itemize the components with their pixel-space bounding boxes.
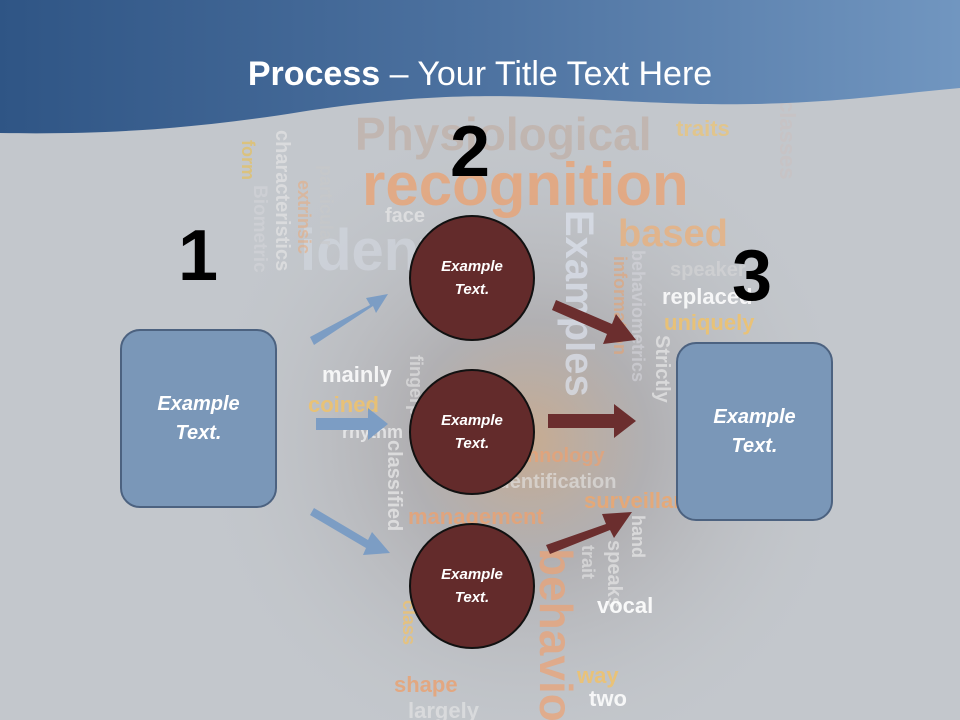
right-box-line2: Text.	[731, 434, 778, 457]
circle-bottom[interactable]: Example Text.	[409, 523, 535, 649]
bg-word: trait	[578, 545, 598, 579]
left-box[interactable]: Example Text.	[120, 329, 277, 508]
arrow-blue-down	[310, 508, 390, 555]
bg-word: based	[618, 213, 728, 255]
arrow-red-up	[546, 512, 632, 554]
circle-middle-line1: Example	[441, 412, 503, 429]
arrow-red-down	[552, 300, 636, 344]
bg-word: classes	[775, 100, 800, 180]
bg-word: identification	[492, 471, 616, 493]
bg-word: Strictly	[651, 335, 673, 404]
bg-word: largely	[408, 698, 480, 720]
bg-word: extrinsic	[294, 180, 314, 254]
circle-bottom-line1: Example	[441, 566, 503, 583]
bg-word: face	[385, 205, 425, 227]
bg-word: behaviometrics	[628, 250, 648, 382]
bg-word: characteristics	[271, 130, 293, 271]
arrow-blue-right	[316, 408, 388, 440]
circle-middle-text: Example Text.	[427, 409, 517, 455]
title-bold: Process	[247, 55, 381, 93]
bg-word: traits	[676, 116, 730, 141]
bg-word: vocal	[597, 593, 653, 618]
step-number-3: 3	[732, 236, 773, 316]
bg-word: speaks	[603, 540, 625, 608]
bg-word: Examples	[557, 210, 601, 397]
bg-word: two	[589, 686, 627, 711]
right-box[interactable]: Example Text.	[676, 342, 833, 521]
circle-top-text: Example Text.	[427, 255, 517, 301]
bg-word: form	[238, 140, 258, 180]
bg-word: way	[576, 663, 619, 688]
right-box-line1: Example	[713, 405, 796, 428]
bg-word: particular	[316, 165, 336, 247]
circle-top[interactable]: Example Text.	[409, 215, 535, 341]
left-box-line1: Example	[157, 392, 240, 415]
circle-top-line2: Text.	[454, 281, 490, 298]
header-band	[0, 0, 960, 134]
bg-word: coined	[308, 392, 379, 417]
bg-word: replaced	[662, 284, 753, 309]
bg-word: hand	[628, 515, 648, 558]
bg-word: uniquely	[664, 310, 755, 335]
right-box-text: Example Text.	[710, 403, 800, 461]
step-number-1: 1	[178, 216, 219, 296]
left-box-line2: Text.	[175, 421, 222, 444]
bg-word: behavior	[530, 548, 582, 720]
step-number-2: 2	[450, 112, 491, 192]
circle-top-line1: Example	[441, 258, 503, 275]
bg-word: Physiological	[355, 108, 652, 160]
page-title: Process – Your Title Text Here	[0, 52, 960, 96]
circle-bottom-text: Example Text.	[427, 563, 517, 609]
circle-middle[interactable]: Example Text.	[409, 369, 535, 495]
bg-word: classified	[383, 440, 405, 531]
bg-word: mainly	[322, 362, 392, 387]
arrow-red-right	[548, 404, 636, 438]
bg-word: speaker	[670, 259, 746, 281]
title-rest: – Your Title Text Here	[380, 55, 713, 93]
bg-word: recognition	[362, 151, 689, 218]
circle-bottom-line2: Text.	[454, 589, 490, 606]
bg-word: shape	[394, 672, 458, 697]
circle-middle-line2: Text.	[454, 435, 490, 452]
left-box-text: Example Text.	[154, 390, 244, 448]
arrow-blue-up	[310, 294, 388, 345]
bg-word: Biometric	[249, 185, 270, 273]
